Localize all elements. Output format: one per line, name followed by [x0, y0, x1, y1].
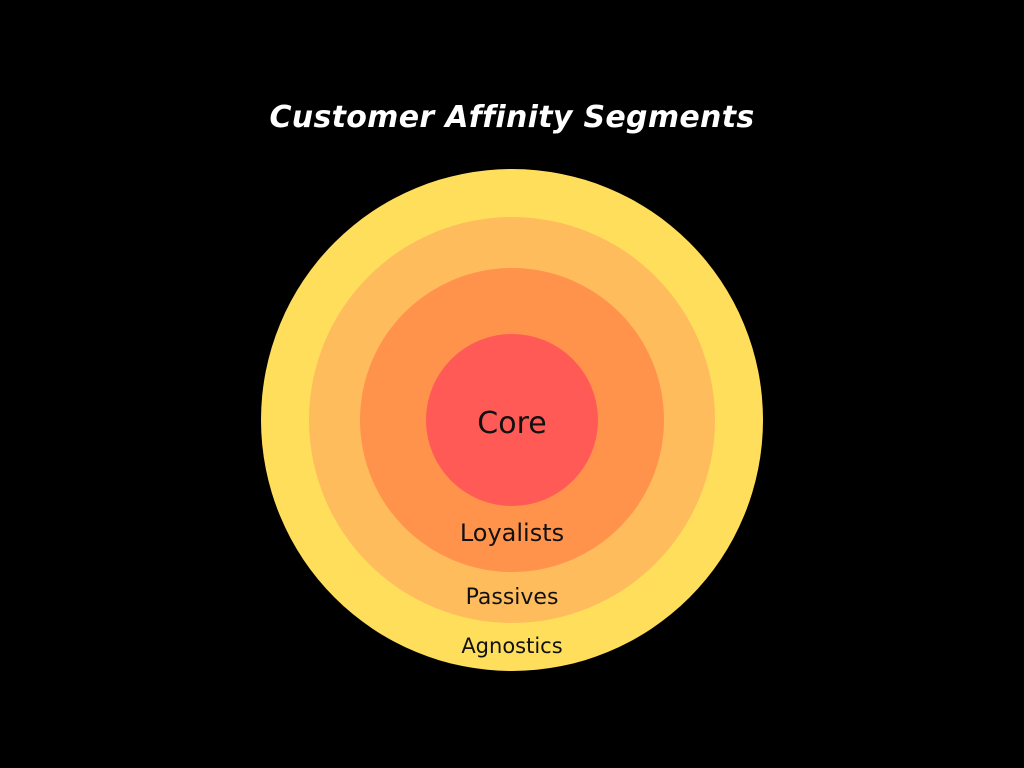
- segment-ring-core: [426, 334, 598, 506]
- segment-label-passives: Passives: [466, 585, 559, 610]
- segment-label-core: Core: [477, 406, 546, 441]
- diagram-title: Customer Affinity Segments: [269, 100, 755, 135]
- segment-label-agnostics: Agnostics: [461, 634, 562, 658]
- segment-label-loyalists: Loyalists: [460, 519, 564, 547]
